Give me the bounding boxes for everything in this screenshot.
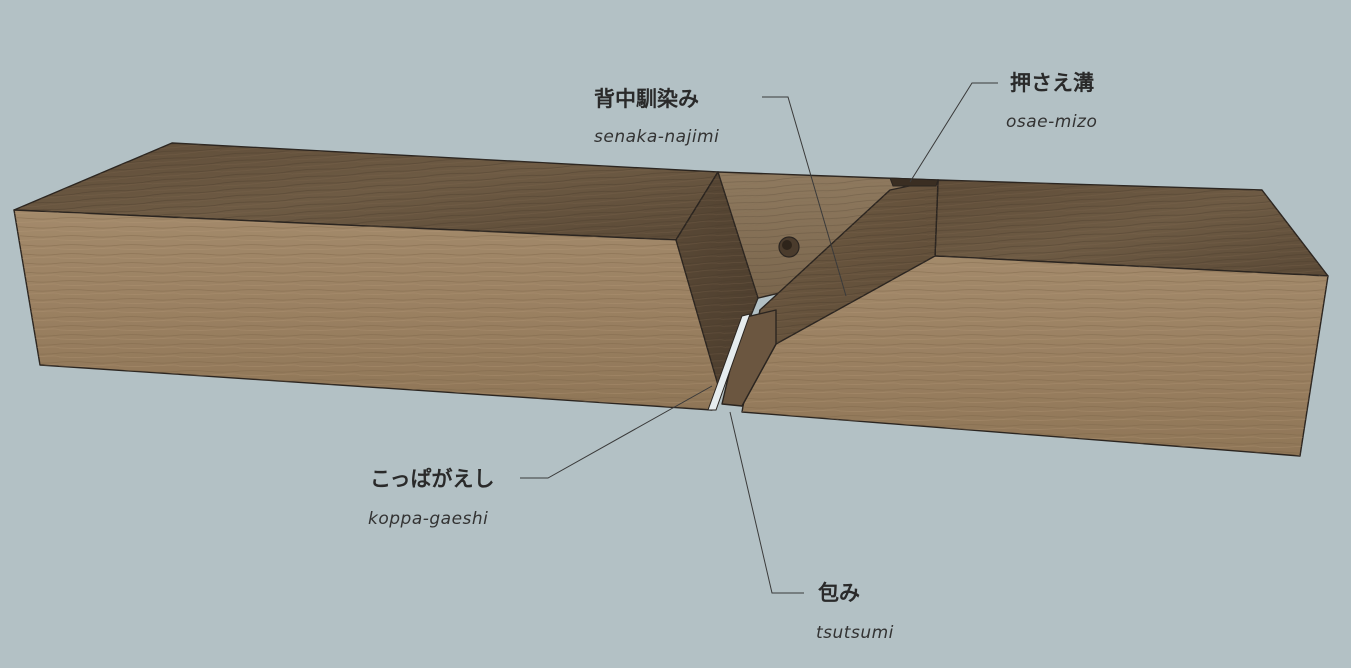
label-osae: 押さえ溝 osae-mizo: [1006, 70, 1097, 132]
senaka-romaji: senaka-najimi: [594, 127, 719, 147]
label-tsutsumi: 包み tsutsumi: [816, 580, 894, 643]
osae-mizo-groove: [890, 178, 938, 186]
koppa-romaji: koppa-gaeshi: [368, 509, 488, 529]
osae-romaji: osae-mizo: [1006, 112, 1097, 132]
tsutsumi-jp: 包み: [818, 580, 860, 605]
leader-tsutsumi: [730, 412, 804, 593]
koppa-jp: こっぱがえし: [370, 466, 495, 491]
osae-jp: 押さえ溝: [1010, 70, 1094, 95]
front-face-left: [14, 210, 750, 410]
leader-osae: [910, 83, 998, 182]
senaka-jp: 背中馴染み: [594, 86, 699, 111]
label-senaka: 背中馴染み senaka-najimi: [594, 86, 719, 147]
label-koppa: こっぱがえし koppa-gaeshi: [368, 466, 495, 529]
tsutsumi-romaji: tsutsumi: [816, 623, 894, 643]
pin-hole-icon: [779, 237, 799, 257]
